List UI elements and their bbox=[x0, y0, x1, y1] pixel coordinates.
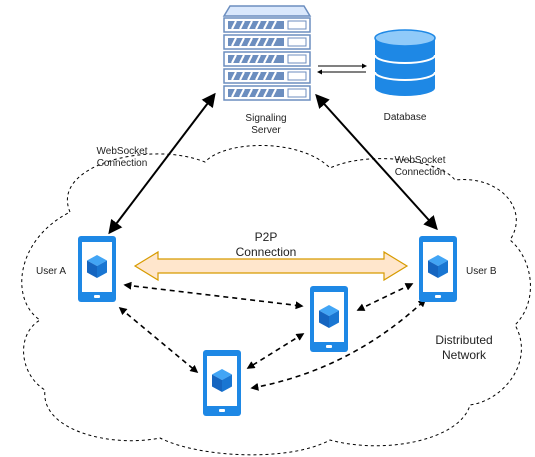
websocket-left-label-2: Connection bbox=[97, 158, 148, 169]
websocket-right-label-1: WebSocket bbox=[395, 155, 446, 166]
user-a-label: User A bbox=[36, 266, 66, 277]
websocket-right-label-2: Connection bbox=[395, 167, 446, 178]
websocket-left-edge bbox=[108, 92, 216, 235]
p2p-connection-arrow bbox=[133, 250, 409, 282]
server-rack-icon bbox=[222, 5, 312, 101]
peer-2-device-icon bbox=[203, 350, 241, 416]
peer-edge-p2-b bbox=[250, 298, 427, 391]
distributed-network-label-2: Network bbox=[442, 348, 487, 362]
p2p-label-2: Connection bbox=[236, 245, 297, 259]
database-icon bbox=[374, 29, 436, 96]
distributed-network-label-1: Distributed bbox=[435, 333, 492, 347]
database-label: Database bbox=[384, 112, 427, 123]
user-b-device-icon bbox=[419, 236, 457, 302]
signaling-server-label-2: Server bbox=[251, 125, 281, 136]
websocket-right-edge bbox=[315, 93, 438, 231]
peer-1-device-icon bbox=[310, 286, 348, 352]
user-a-device-icon bbox=[78, 236, 116, 302]
p2p-label-1: P2P bbox=[255, 230, 278, 244]
user-b-label: User B bbox=[466, 266, 497, 277]
signaling-server-label-1: Signaling bbox=[245, 113, 286, 124]
websocket-left-label-1: WebSocket bbox=[97, 146, 148, 157]
peer-edge-a-p2 bbox=[118, 306, 199, 374]
